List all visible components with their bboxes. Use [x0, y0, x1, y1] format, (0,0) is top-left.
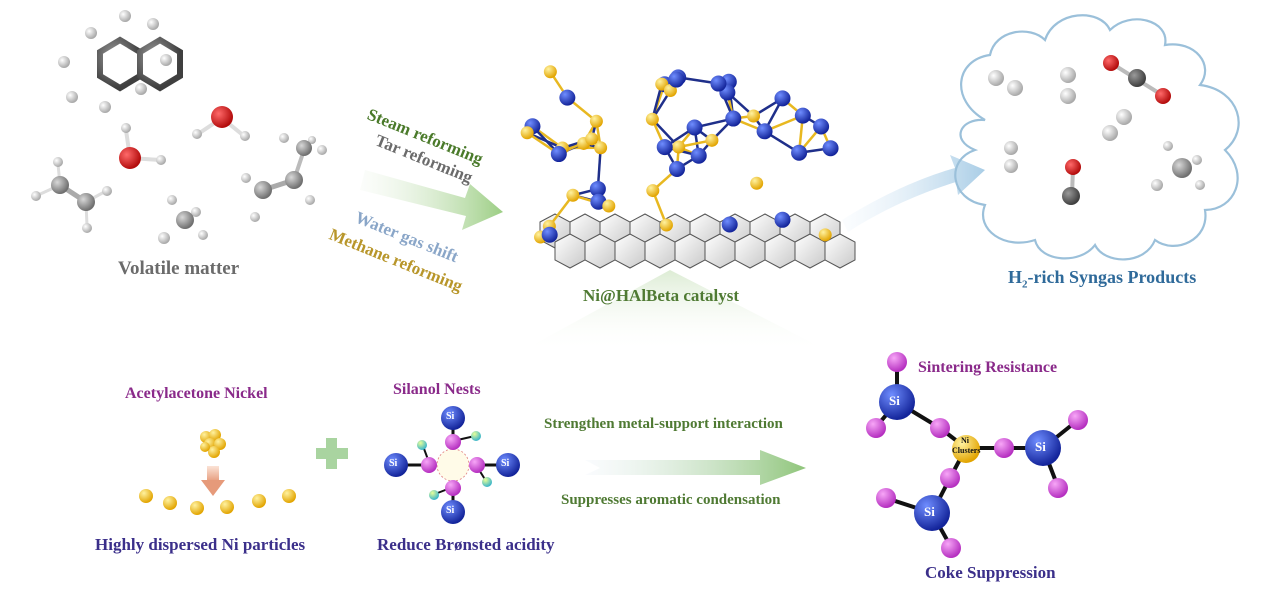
support-cube	[614, 233, 646, 269]
framework-o-atom	[705, 133, 719, 147]
syngas-label-suffix: -rich Syngas Products	[1027, 267, 1197, 287]
framework-si-atom	[756, 123, 773, 140]
down-arrow	[201, 466, 225, 496]
cluster-si-3: Si	[924, 504, 935, 519]
syngas-ch4-molecule	[1151, 141, 1205, 191]
framework-o-atom	[645, 112, 659, 126]
ni-cluster	[200, 429, 226, 458]
ni-clusters-label-line1: Ni	[961, 436, 969, 445]
framework-o-atom	[750, 176, 764, 190]
process-arrow	[585, 450, 806, 485]
framework-si-atom	[822, 140, 839, 157]
silanol-nest-structure	[384, 406, 520, 524]
ni-clusters-label-line2: Clusters	[952, 446, 981, 455]
framework-si-atom	[721, 216, 738, 233]
silanol-si-left: Si	[389, 458, 398, 469]
syngas-co2-molecule	[1103, 55, 1171, 104]
naphthalene-molecule	[97, 36, 183, 92]
framework-o-atom	[589, 114, 603, 128]
framework-o-atom	[566, 188, 580, 202]
ethylene-molecule	[31, 157, 112, 233]
framework-o-atom	[602, 199, 616, 213]
propylene-molecule	[241, 133, 327, 222]
framework-si-atom	[710, 75, 727, 92]
framework-si-atom	[559, 89, 576, 106]
silanol-si-right: Si	[501, 458, 510, 469]
water-molecule-1	[119, 123, 166, 169]
framework-si-atom	[589, 180, 606, 197]
cluster-si-2: Si	[1035, 439, 1046, 454]
catalyst-label: Ni@HAlBeta catalyst	[583, 286, 740, 305]
framework-si-atom	[813, 118, 830, 135]
syngas-label-subscript: 2	[1022, 278, 1028, 291]
syngas-co-molecule	[1062, 159, 1081, 205]
framework-si-atom	[541, 226, 558, 243]
reduce-bronsted-acidity-label: Reduce Brønsted acidity	[377, 535, 555, 554]
silanol-si-top: Si	[446, 411, 455, 422]
zeolite-framework	[520, 65, 839, 244]
framework-si-atom	[725, 110, 742, 127]
framework-o-atom	[646, 184, 660, 198]
support-cube	[704, 233, 736, 269]
ni-cluster-structure	[866, 352, 1088, 558]
framework-si-atom	[669, 160, 686, 177]
acetylacetone-nickel-label: Acetylacetone Nickel	[125, 385, 268, 402]
framework-o-atom	[747, 109, 761, 123]
framework-o-atom	[659, 218, 673, 232]
silanol-nests-label: Silanol Nests	[393, 381, 481, 398]
dispersed-ni-particles	[139, 489, 296, 515]
framework-si-atom	[550, 146, 567, 163]
plus-icon	[316, 438, 348, 469]
catalyst-fan-shape	[520, 270, 830, 352]
framework-o-atom	[672, 140, 686, 154]
naphthalene-hydrogens	[58, 10, 172, 113]
volatile-matter-label: Volatile matter	[118, 258, 240, 279]
silanol-si-bottom: Si	[446, 505, 455, 516]
syngas-cloud-outline	[954, 14, 1240, 261]
framework-o-atom	[543, 65, 557, 79]
syngas-products-label: H2-rich Syngas Products	[1008, 267, 1196, 291]
sintering-resistance-label: Sintering Resistance	[918, 359, 1058, 376]
water-molecule-2	[192, 106, 250, 141]
reaction-arrow	[360, 170, 503, 230]
zeolite-support-cubes	[539, 213, 856, 269]
framework-si-atom	[690, 147, 707, 164]
framework-si-atom	[774, 211, 791, 228]
methane-molecule	[158, 195, 208, 244]
framework-o-atom	[520, 126, 534, 140]
framework-o-atom	[663, 84, 677, 98]
framework-si-atom	[791, 144, 808, 161]
support-cube	[644, 233, 676, 269]
framework-o-atom	[585, 132, 599, 146]
highly-dispersed-ni-label: Highly dispersed Ni particles	[95, 535, 306, 554]
support-cube	[764, 233, 796, 269]
support-cube	[554, 233, 586, 269]
framework-si-atom	[668, 71, 685, 88]
framework-si-atom	[686, 119, 703, 136]
product-arrow	[842, 155, 985, 232]
support-cube	[584, 233, 616, 269]
support-cube	[824, 233, 856, 269]
coke-suppression-label: Coke Suppression	[925, 563, 1056, 582]
framework-o-atom	[818, 228, 832, 242]
framework-si-atom	[656, 139, 673, 156]
support-cube	[734, 233, 766, 269]
framework-si-atom	[794, 107, 811, 124]
syngas-label-prefix: H	[1008, 267, 1023, 287]
support-cube	[674, 233, 706, 269]
strengthen-interaction-label: Strengthen metal-support interaction	[544, 416, 783, 432]
cluster-si-1: Si	[889, 393, 900, 408]
suppresses-condensation-label: Suppresses aromatic condensation	[561, 492, 781, 508]
framework-si-atom	[774, 90, 791, 107]
framework-o-atom	[594, 141, 608, 155]
syngas-h2-molecules	[988, 67, 1132, 173]
